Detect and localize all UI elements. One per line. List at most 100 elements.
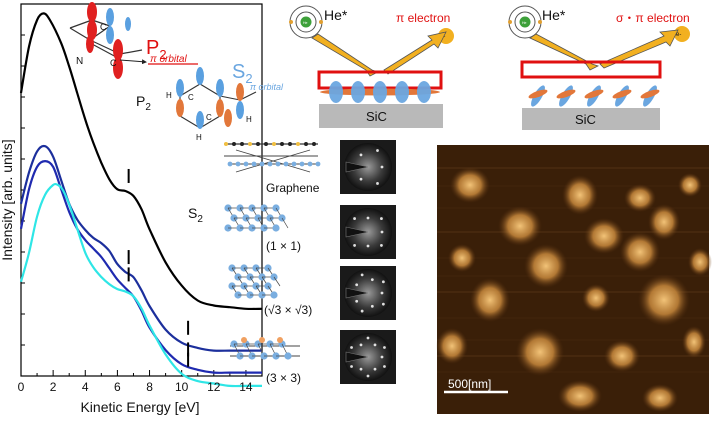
x-tick-label: 10 <box>175 380 189 394</box>
lattice-atom <box>315 161 321 167</box>
stm-island <box>524 244 568 288</box>
lattice-atom <box>304 142 308 146</box>
leed-pattern <box>340 330 396 384</box>
structure-1x1: (1 × 1) <box>224 204 301 253</box>
pi-electron-label: π electron <box>396 11 450 25</box>
sic-label-left: SiC <box>366 109 387 124</box>
lattice-atom <box>240 142 244 146</box>
stm-island <box>436 328 468 364</box>
lattice-atom <box>272 142 276 146</box>
stm-island <box>562 175 598 215</box>
label-graphene: Graphene <box>266 181 320 195</box>
x-tick-label: 0 <box>18 380 25 394</box>
stm-island <box>498 206 542 246</box>
stm-island <box>470 278 510 322</box>
spectrum-curve <box>19 144 262 352</box>
spectrum-curve <box>19 12 263 311</box>
lattice-atom <box>259 337 265 343</box>
atom-label-c2: C <box>110 58 117 68</box>
plot-frame <box>20 3 263 377</box>
lattice-atom <box>272 224 280 232</box>
he-star-label-right: He* <box>542 7 566 23</box>
x-tick-label: 12 <box>207 380 221 394</box>
leed-pattern <box>340 266 396 320</box>
schematic-sigma-pi-electron: He He* σ・π electron e- SiC <box>508 5 690 130</box>
lattice-atom <box>280 142 284 146</box>
lattice-atom <box>288 142 292 146</box>
lattice-atom <box>283 161 289 167</box>
he-core-label: He <box>303 21 308 25</box>
s2-orbital-note: π orbital <box>250 82 284 92</box>
orbital-lobe <box>329 81 343 103</box>
stm-island <box>688 248 712 276</box>
stm-island <box>448 244 476 272</box>
orbital-lobe <box>612 89 632 99</box>
leed-patterns <box>340 140 396 384</box>
stm-island <box>582 284 610 312</box>
lattice-atom <box>232 142 236 146</box>
atom-label-c4: C <box>206 113 212 122</box>
lattice-atom <box>235 161 241 167</box>
atom-label-h2: H <box>196 133 202 142</box>
lattice-atom <box>277 337 283 343</box>
x-tick-label: 6 <box>114 380 121 394</box>
atom-label-c1: C <box>100 22 107 32</box>
s2-peak-label: S2 <box>188 205 203 225</box>
orbital-lobe <box>584 89 604 99</box>
orbital-lobe <box>640 89 660 99</box>
s2-molecule-diagram: H H H C C S2 π orbital <box>166 61 284 142</box>
s2-orbital-title: S2 <box>232 61 253 86</box>
x-tick-label: 8 <box>146 380 153 394</box>
lattice-atom <box>270 291 278 299</box>
spectrum-curve <box>19 182 262 388</box>
he-star-label-left: He* <box>324 7 348 23</box>
structure-graphene: Graphene <box>224 142 321 195</box>
lattice-atom <box>275 161 281 167</box>
label-sqrt3: (√3 × √3) <box>264 303 312 317</box>
peak-markers <box>127 168 190 367</box>
y-axis-label: Intensity [arb. units] <box>0 139 15 260</box>
lattice-atom <box>227 161 233 167</box>
stm-island <box>682 326 706 358</box>
stm-island <box>648 204 680 240</box>
orbital-lobe <box>395 81 409 103</box>
p2-orbital-note: π orbital <box>150 54 187 65</box>
orbital-lobe <box>556 89 576 99</box>
stm-island <box>620 232 660 272</box>
stm-image: 500[nm] <box>436 145 712 414</box>
scale-bar-label: 500[nm] <box>448 377 491 391</box>
x-axis-label: Kinetic Energy [eV] <box>80 399 199 415</box>
lattice-atom <box>259 161 265 167</box>
atom-label-h3: H <box>246 115 252 124</box>
structure-3x3: (3 × 3) <box>230 337 301 385</box>
p2-peak-label: P2 <box>136 93 151 113</box>
stm-island <box>638 274 690 326</box>
label-1x1: (1 × 1) <box>266 239 301 253</box>
lattice-atom <box>243 161 249 167</box>
lattice-atom <box>307 161 313 167</box>
orbital-lobe <box>417 81 431 103</box>
lattice-atom <box>256 142 260 146</box>
lattice-atom <box>284 352 292 360</box>
label-3x3: (3 × 3) <box>266 371 301 385</box>
lattice-atom <box>224 142 228 146</box>
structure-sqrt3: (√3 × √3) <box>228 264 312 317</box>
lattice-atom <box>296 142 300 146</box>
p2-molecule-diagram: N C C P2 π orbital <box>69 2 198 79</box>
x-tick-label: 14 <box>239 380 253 394</box>
stm-island <box>516 328 564 376</box>
atom-label-n: N <box>76 56 83 67</box>
stm-island <box>604 340 640 372</box>
atom-label-c3: C <box>188 93 194 102</box>
sic-label-right: SiC <box>575 112 596 127</box>
lattice-atom <box>251 161 257 167</box>
lattice-atom <box>264 142 268 146</box>
stm-island <box>584 218 624 254</box>
stm-island <box>450 167 490 203</box>
p2-orbital-title: P2 <box>146 37 167 62</box>
spectrum-curve <box>19 159 262 374</box>
electron-e-label-right: e- <box>676 32 681 38</box>
x-tick-label: 4 <box>82 380 89 394</box>
